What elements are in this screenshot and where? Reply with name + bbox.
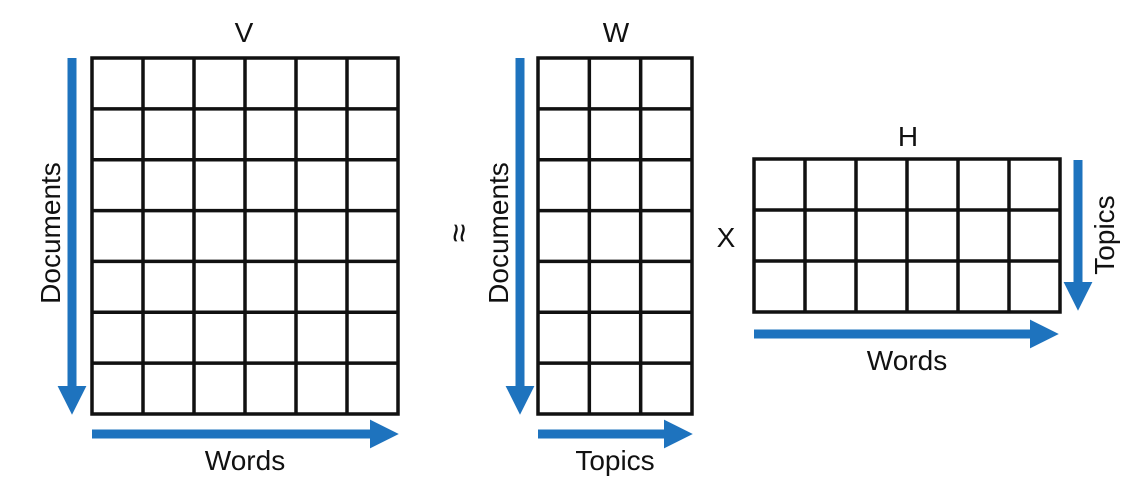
matrix-v-title: V	[235, 17, 254, 48]
matrix-h: H Topics Words	[752, 121, 1120, 376]
matrix-w: W Documents Topics	[483, 17, 694, 476]
approx-operator: ≈	[440, 224, 478, 243]
matrix-w-col-label: Topics	[575, 445, 654, 476]
matrix-h-row-label: Topics	[1089, 195, 1120, 274]
matrix-h-title: H	[898, 121, 918, 152]
matrix-v: V Documents Words	[35, 17, 400, 476]
matrix-h-col-label: Words	[867, 345, 947, 376]
matrix-w-title: W	[603, 17, 630, 48]
matrix-h-grid	[752, 157, 1062, 314]
matrix-w-row-label: Documents	[483, 162, 514, 304]
matrix-w-grid	[536, 56, 694, 416]
matrix-v-col-label: Words	[205, 445, 285, 476]
grid-border	[536, 56, 694, 416]
matrix-v-row-label: Documents	[35, 162, 66, 304]
matrix-v-grid	[90, 56, 400, 416]
times-operator: X	[717, 222, 736, 253]
